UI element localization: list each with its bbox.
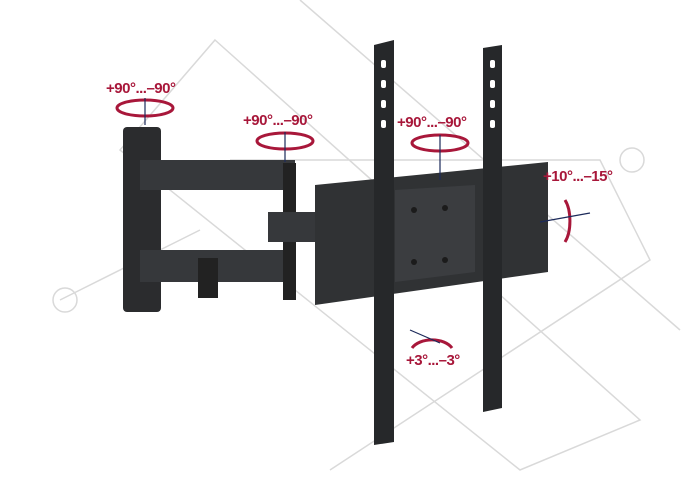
wall-plate (123, 127, 161, 312)
level-rotation-label: +3°...–3° (406, 352, 460, 369)
wall-pivot-rotation-label: +90°...–90° (106, 80, 176, 97)
tilt-rotation-label: +10°...–15° (543, 168, 613, 185)
arm-pivot-rotation-label: +90°...–90° (243, 112, 313, 129)
plate-swivel-rotation-label: +90°...–90° (397, 114, 467, 131)
vertical-rails (374, 40, 502, 445)
articulating-arms (140, 160, 333, 300)
